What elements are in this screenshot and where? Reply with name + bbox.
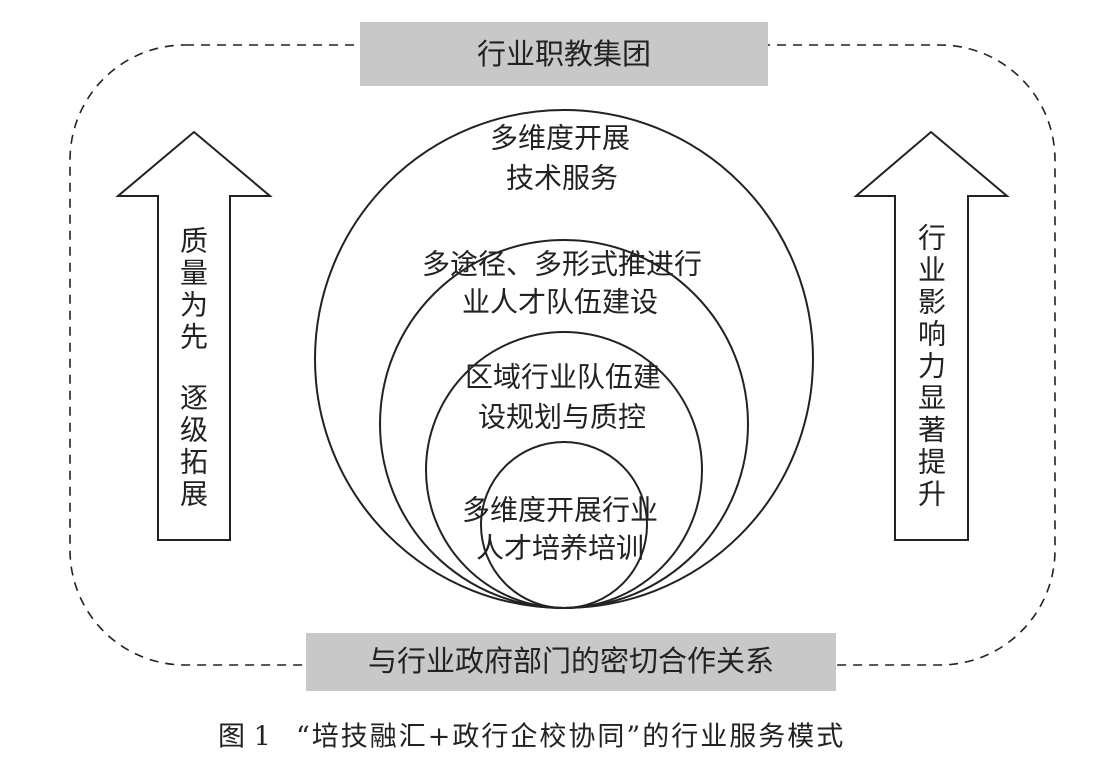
circle-second-line-2: 业人才队伍建设 <box>462 286 658 319</box>
right-arrow-char: 响 <box>918 318 946 351</box>
right-arrow-char: 升 <box>918 478 946 511</box>
caption-title: “培技融汇+政行企校协同”的行业服务模式 <box>296 722 845 753</box>
circle-outer-line-2: 技术服务 <box>506 162 618 195</box>
circle-outer-line-1: 多维度开展 <box>490 122 630 155</box>
caption-number: 图 1 <box>218 722 271 753</box>
left-arrow-text: 质 量 为 先 逐 级 拓 展 <box>180 225 208 511</box>
left-up-arrow <box>115 130 273 541</box>
left-arrow-char: 级 <box>180 414 208 447</box>
header-box-label: 行业职教集团 <box>477 37 651 71</box>
left-arrow-char: 质 <box>180 225 208 258</box>
left-arrow-char: 量 <box>180 257 208 290</box>
left-arrow-char: 先 <box>180 321 208 354</box>
right-arrow-text: 行 业 影 响 力 显 著 提 升 <box>918 222 946 511</box>
right-arrow-char: 显 <box>918 382 946 415</box>
right-up-arrow <box>853 130 1010 541</box>
circle-second-line-1: 多途径、多形式推进行 <box>422 248 702 281</box>
circle-inner <box>480 441 648 609</box>
left-arrow-char: 拓 <box>180 446 208 479</box>
right-arrow-char: 影 <box>918 286 946 319</box>
left-arrow-char: 展 <box>180 478 208 511</box>
right-arrow-char: 行 <box>918 222 946 255</box>
right-arrow-char: 业 <box>918 254 946 287</box>
left-arrow-char: 为 <box>180 289 208 322</box>
right-arrow-char: 提 <box>918 446 946 479</box>
circle-inner-line-1: 多维度开展行业 <box>462 494 658 527</box>
right-arrow-char: 力 <box>918 350 946 383</box>
header-box <box>360 22 768 86</box>
circle-third-line-1: 区域行业队伍建 <box>465 361 661 394</box>
circle-third-line-2: 设规划与质控 <box>478 401 646 434</box>
right-arrow-char: 著 <box>918 414 946 447</box>
circle-inner-line-2: 人才培养培训 <box>476 532 644 565</box>
left-arrow-char: 逐 <box>180 382 208 415</box>
footer-box-label: 与行业政府部门的密切合作关系 <box>368 644 774 678</box>
footer-box <box>306 633 836 691</box>
